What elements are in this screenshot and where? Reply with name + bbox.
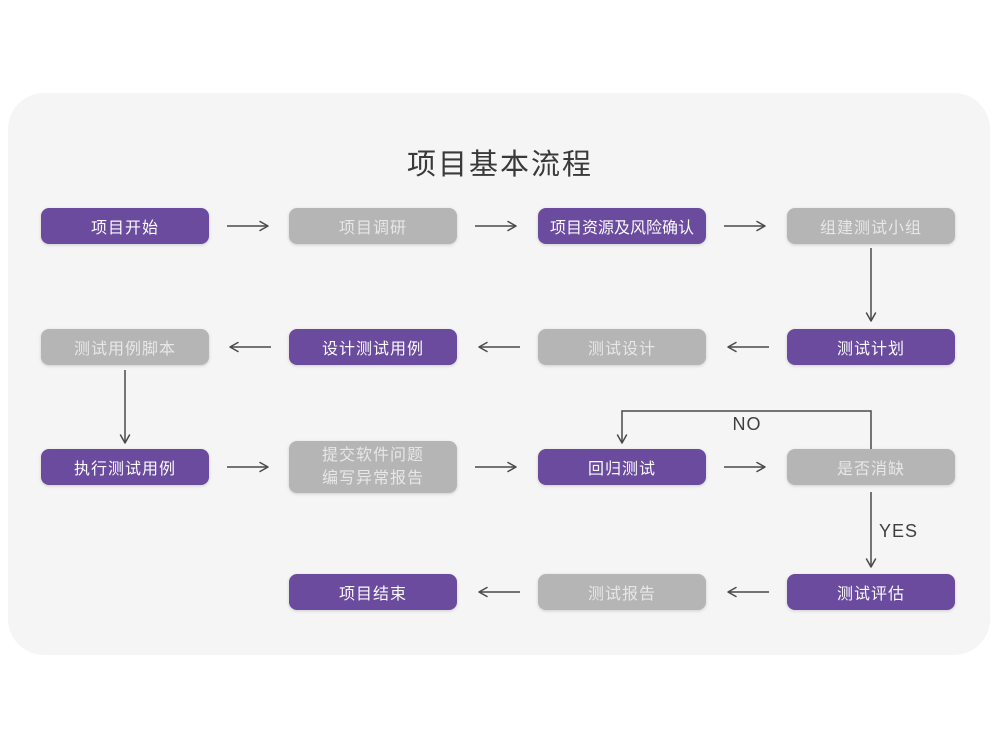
node-test-evaluation: 测试评估 [787,574,955,610]
node-submit-issues-line1: 提交软件问题 [321,447,424,464]
edge-label-yes: YES [879,521,919,541]
node-execute-test-cases: 执行测试用例 [41,449,209,485]
node-project-research: 项目调研 [289,208,457,244]
node-test-report: 测试报告 [538,574,706,610]
node-build-test-team: 组建测试小组 [787,208,955,244]
node-submit-issues-line2: 编写异常报告 [321,470,424,487]
node-regression-test: 回归测试 [538,449,706,485]
node-test-design: 测试设计 [538,329,706,365]
node-defect-resolved: 是否消缺 [787,449,955,485]
node-test-case-script: 测试用例脚本 [41,329,209,365]
node-project-end: 项目结束 [289,574,457,610]
diagram-title: 项目基本流程 [406,149,593,181]
node-project-start: 项目开始 [41,208,209,244]
edge-label-no: NO [732,414,762,434]
node-resources-risk: 项目资源及风险确认 [538,208,706,244]
node-design-test-cases: 设计测试用例 [289,329,457,365]
node-submit-issues: 提交软件问题 编写异常报告 [289,441,457,493]
flowchart-card [8,93,990,655]
node-test-plan: 测试计划 [787,329,955,365]
